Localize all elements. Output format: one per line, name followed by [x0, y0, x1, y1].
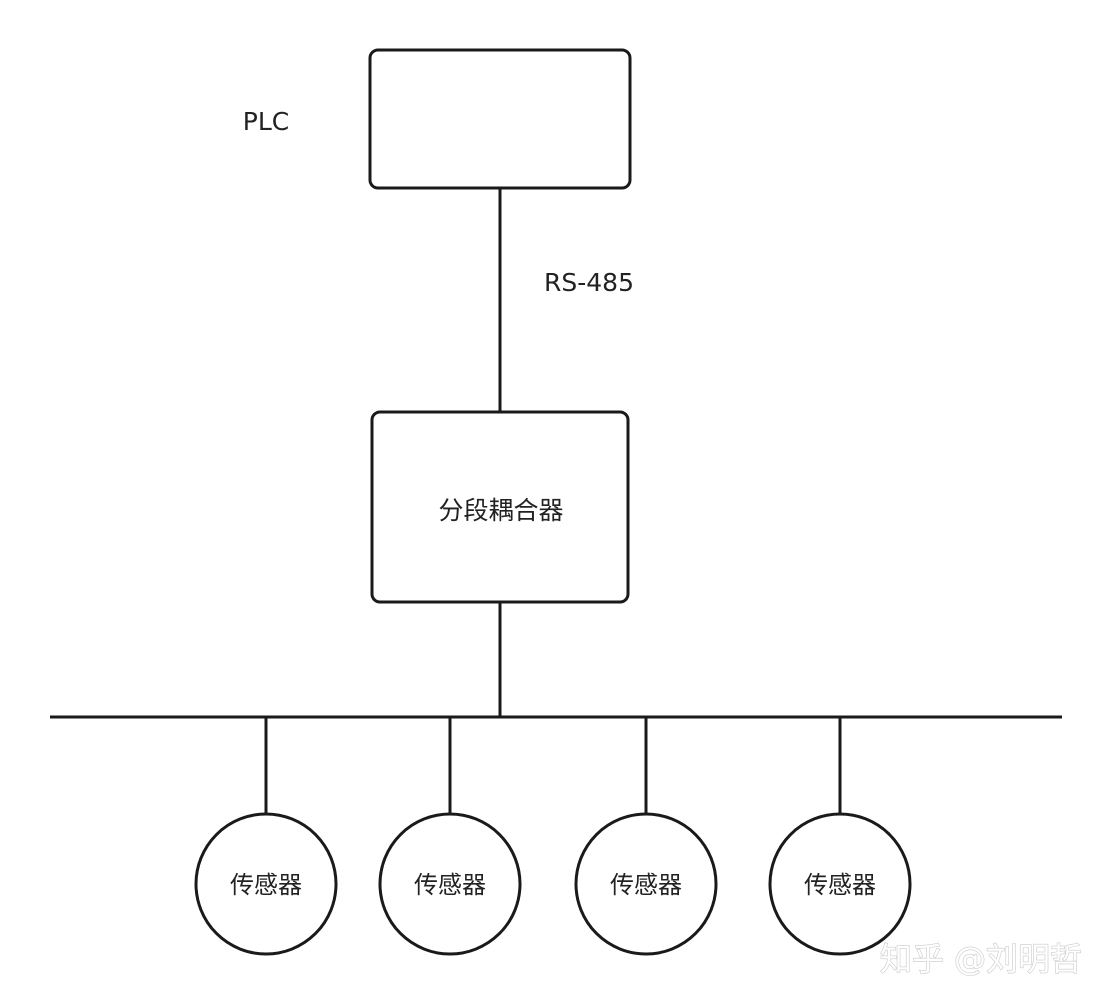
- coupler-label: 分段耦合器: [438, 496, 563, 525]
- sensor-label-3: 传感器: [610, 871, 682, 899]
- sensor-label-1: 传感器: [230, 871, 302, 899]
- rs485-label: RS-485: [544, 268, 634, 297]
- plc-label: PLC: [243, 107, 289, 136]
- plc-box: [368, 48, 632, 190]
- watermark: 知乎 @刘明哲: [880, 940, 1082, 978]
- sensor-node-4: [768, 812, 912, 956]
- sensor-label-2: 传感器: [414, 871, 486, 899]
- sensor-node-2: [378, 812, 522, 956]
- sensor-node-3: [574, 812, 718, 956]
- sensor-label-4: 传感器: [804, 871, 876, 899]
- sensor-node-1: [194, 812, 338, 956]
